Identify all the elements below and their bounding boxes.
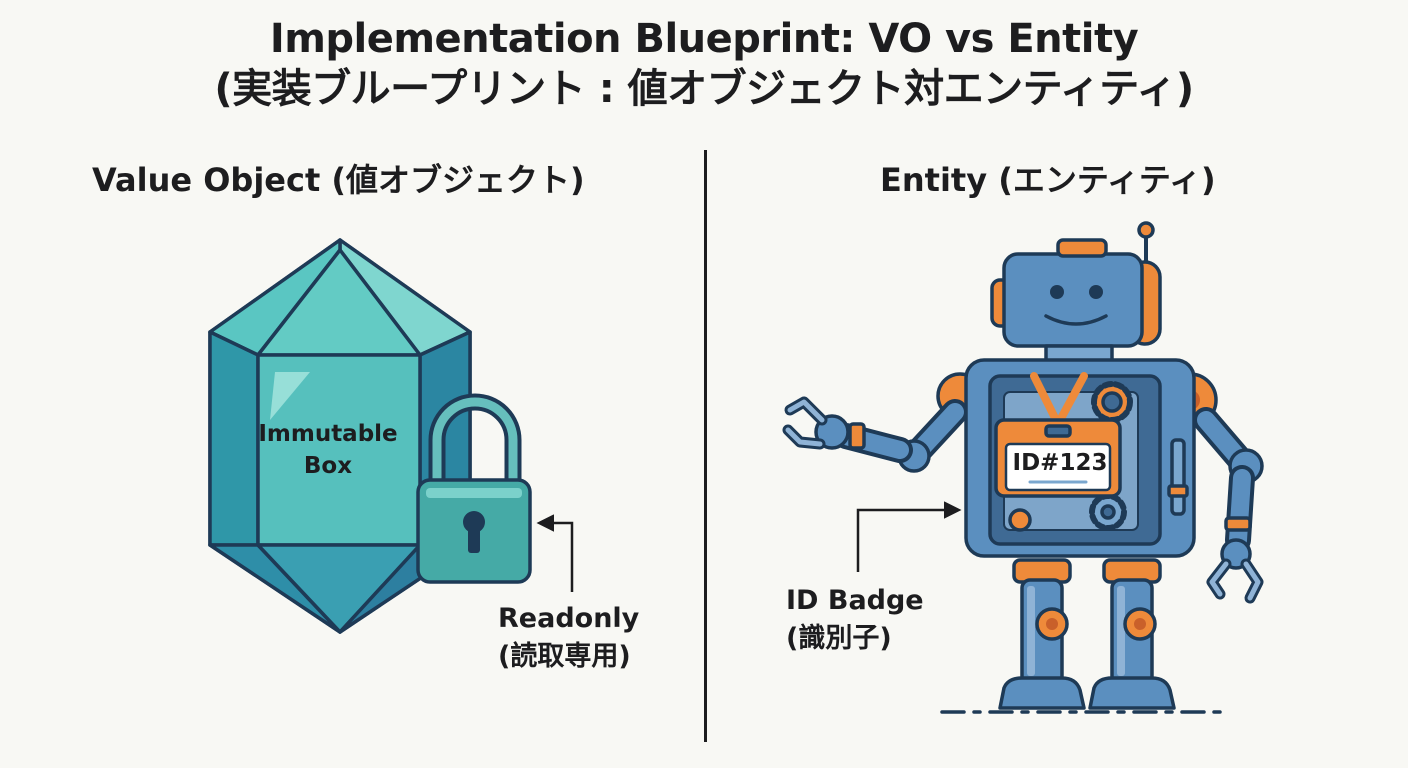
id-badge-label: ID Badge (識別子) — [786, 585, 924, 654]
id-badge-text: ID#123 — [1012, 450, 1108, 476]
immutable-box-label: Immutable Box — [258, 421, 398, 479]
page-subtitle: (実装ブループリント : 値オブジェクト対エンティティ) — [214, 66, 1194, 112]
value-object-heading: Value Object (値オブジェクト) — [92, 161, 585, 199]
padlock-icon — [416, 393, 532, 584]
readonly-arrow — [536, 514, 574, 592]
center-divider — [704, 150, 707, 742]
page-title: Implementation Blueprint: VO vs Entity — [269, 16, 1139, 62]
entity-heading: Entity (エンティティ) — [880, 161, 1216, 199]
id-badge-arrow — [856, 501, 962, 572]
crystal-icon — [208, 238, 472, 634]
robot-icon — [782, 221, 1264, 710]
readonly-label: Readonly (読取専用) — [498, 603, 640, 672]
